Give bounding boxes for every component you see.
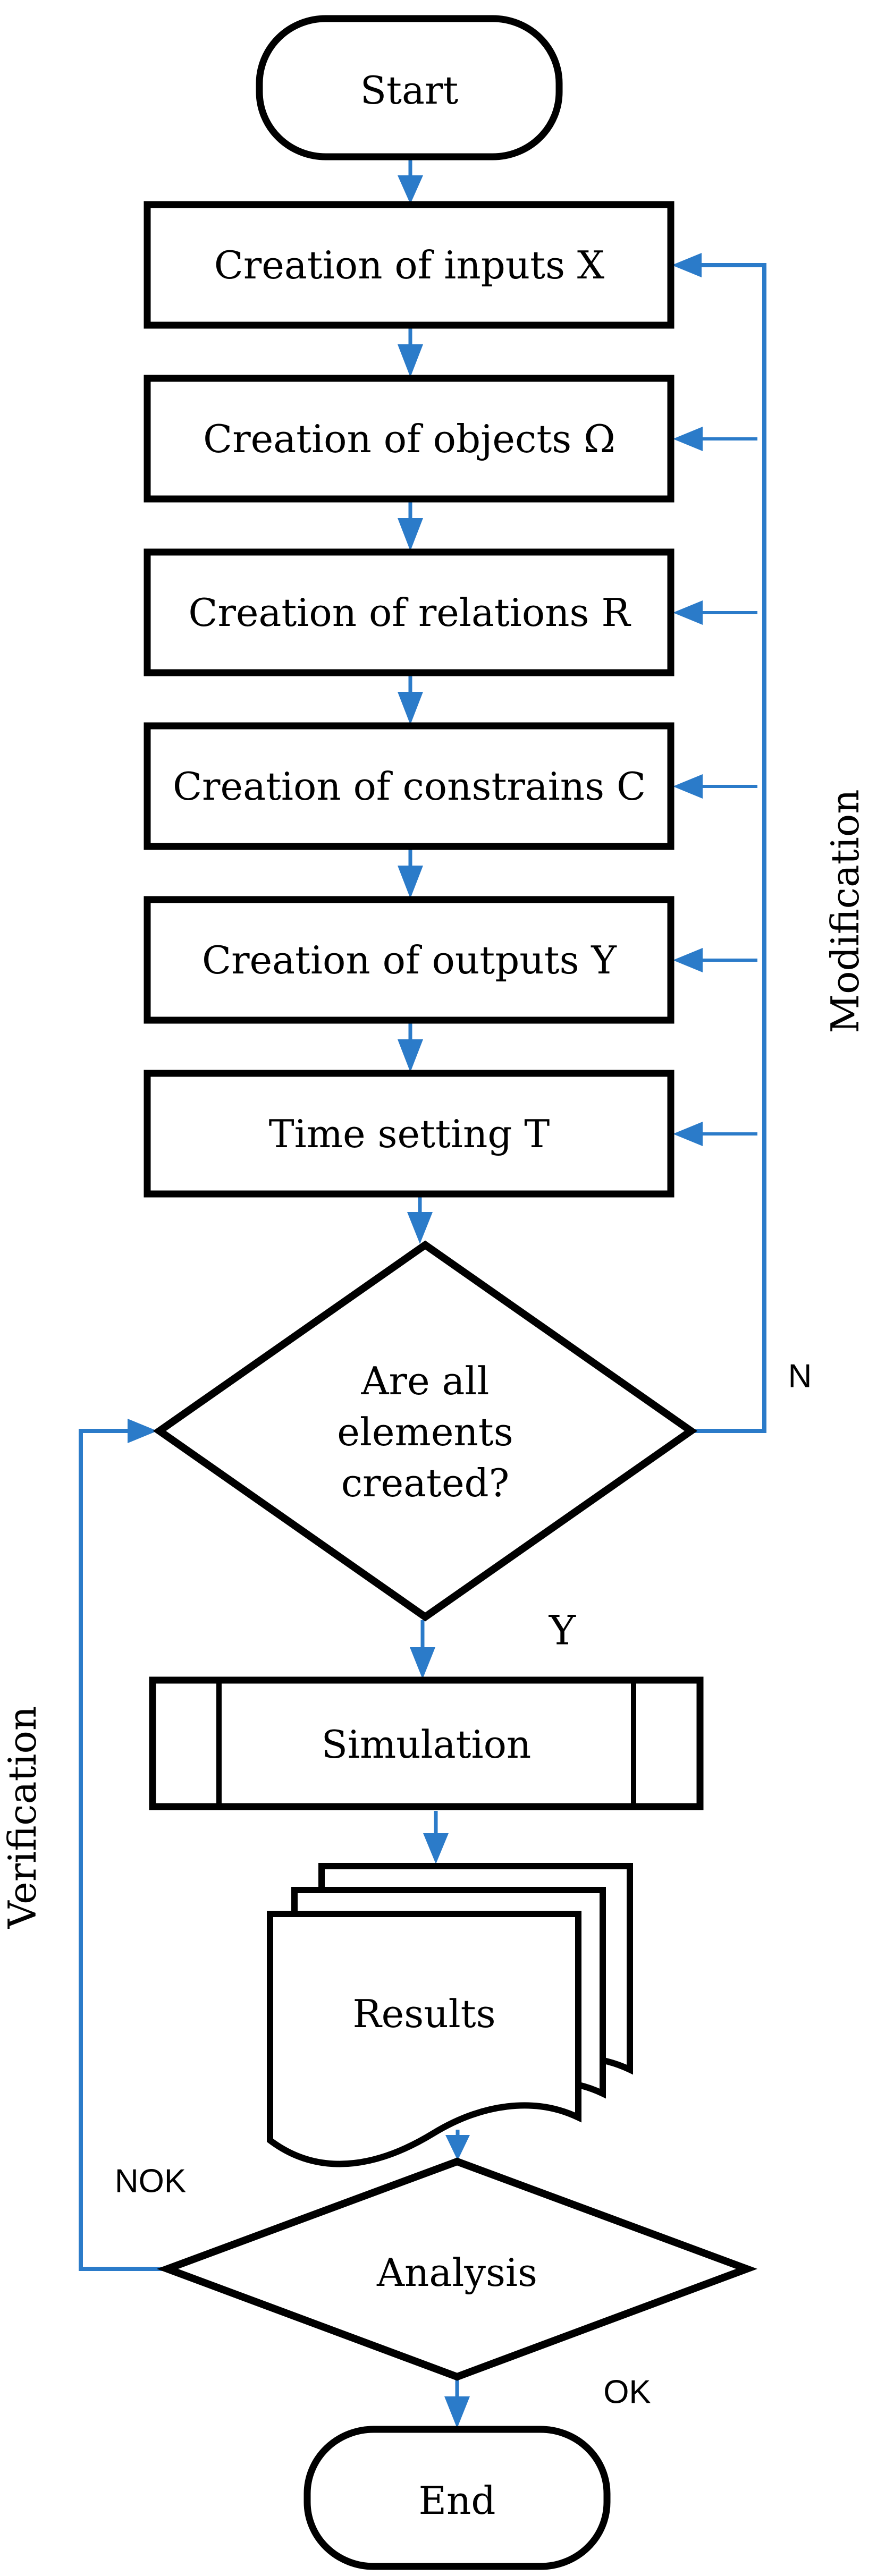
process-box: [144, 375, 674, 503]
branch-label-ok: OK: [603, 2374, 651, 2411]
node-creation-relations: Creation of relations R: [144, 548, 674, 676]
connector-objects-relations: [398, 501, 423, 551]
node-end: End: [303, 2426, 611, 2570]
connector-inputs-objects: [398, 327, 423, 377]
document-front: [267, 1911, 581, 2167]
node-simulation: Simulation: [149, 1676, 704, 1810]
arrow-head: [445, 2135, 470, 2160]
process-label: Creation of outputs Y: [202, 938, 617, 982]
arrow-head: [673, 1122, 703, 1146]
node-decision-all-created: Are all elements created?: [153, 1240, 698, 1622]
modification-loop-label: Modification: [823, 789, 867, 1033]
modification-loop-line: [691, 263, 766, 1433]
arrow-head: [673, 774, 703, 799]
simulation-label: Simulation: [322, 1722, 532, 1767]
end-terminator-shape: [303, 2426, 611, 2570]
branch-label-nok: NOK: [115, 2163, 186, 2200]
process-box: [144, 896, 674, 1024]
decision-diamond: [156, 2157, 758, 2381]
arrow-head: [673, 600, 703, 625]
modification-arrow-constrains: [673, 774, 757, 799]
node-creation-constrains: Creation of constrains C: [144, 722, 674, 850]
process-box: [144, 201, 674, 329]
process-label: Creation of relations R: [188, 590, 631, 635]
arrow-head: [398, 866, 423, 899]
connector-start-inputs: [398, 159, 423, 204]
arrow-head: [398, 175, 423, 204]
process-box: [144, 1070, 674, 1198]
verification-loop-label: Verification: [0, 1706, 45, 1929]
verification-loop-line: [79, 1429, 167, 2271]
process-label: Creation of inputs X: [214, 243, 604, 287]
connector-outputs-time: [398, 1022, 423, 1072]
connector-decision-simulation: [410, 1620, 435, 1679]
connector-analysis-end: [444, 2379, 470, 2428]
node-start: Start: [256, 15, 563, 160]
node-decision-analysis: Analysis: [156, 2157, 758, 2381]
decision-label-line2: elements: [337, 1410, 513, 1454]
modification-arrow-objects: [673, 427, 757, 451]
start-label: Start: [360, 68, 459, 113]
arrow-head: [398, 518, 423, 551]
node-time-setting: Time setting T: [144, 1070, 674, 1198]
predefined-process-box: [149, 1676, 704, 1810]
process-label: Creation of constrains C: [173, 764, 646, 809]
connector-results-analysis: [445, 2130, 470, 2160]
connector-relations-constrains: [398, 675, 423, 725]
process-box: [144, 548, 674, 676]
arrow-head: [423, 1833, 449, 1864]
verification-loop-arrowhead: [128, 1419, 157, 1443]
node-creation-outputs: Creation of outputs Y: [144, 896, 674, 1024]
process-label: Time setting T: [269, 1112, 550, 1156]
arrow-head: [410, 1647, 435, 1679]
arrow-head: [398, 344, 423, 377]
connector-constrains-outputs: [398, 849, 423, 899]
arrow-head: [673, 948, 703, 972]
arrow-head: [673, 427, 703, 451]
connector-simulation-results: [423, 1811, 449, 1864]
arrow-head: [407, 1212, 433, 1244]
modification-arrow-outputs: [673, 948, 757, 972]
node-results: Results: [267, 1863, 633, 2167]
modification-loop-arrowhead: [672, 253, 702, 277]
modification-arrow-relations: [673, 600, 757, 625]
arrow-head: [398, 1039, 423, 1072]
start-terminator-shape: [256, 15, 563, 160]
modification-loop-connector: [672, 253, 766, 1433]
decision-label-line1: Are all: [361, 1359, 490, 1403]
analysis-label: Analysis: [376, 2250, 537, 2295]
branch-label-y: Y: [549, 1607, 576, 1654]
process-label: Creation of objects Ω: [203, 417, 615, 461]
verification-loop-connector: [79, 1419, 167, 2271]
results-label: Results: [352, 1992, 495, 2036]
arrow-head: [398, 692, 423, 725]
decision-label-line3: created?: [341, 1461, 510, 1505]
connector-time-decision: [407, 1196, 433, 1244]
end-label: End: [418, 2478, 495, 2523]
branch-label-n: N: [788, 1358, 812, 1395]
process-box: [144, 722, 674, 850]
modification-arrow-time: [673, 1122, 757, 1146]
node-creation-inputs: Creation of inputs X: [144, 201, 674, 329]
arrow-head: [444, 2396, 470, 2428]
decision-diamond: [153, 1240, 698, 1622]
node-creation-objects: Creation of objects Ω: [144, 375, 674, 503]
